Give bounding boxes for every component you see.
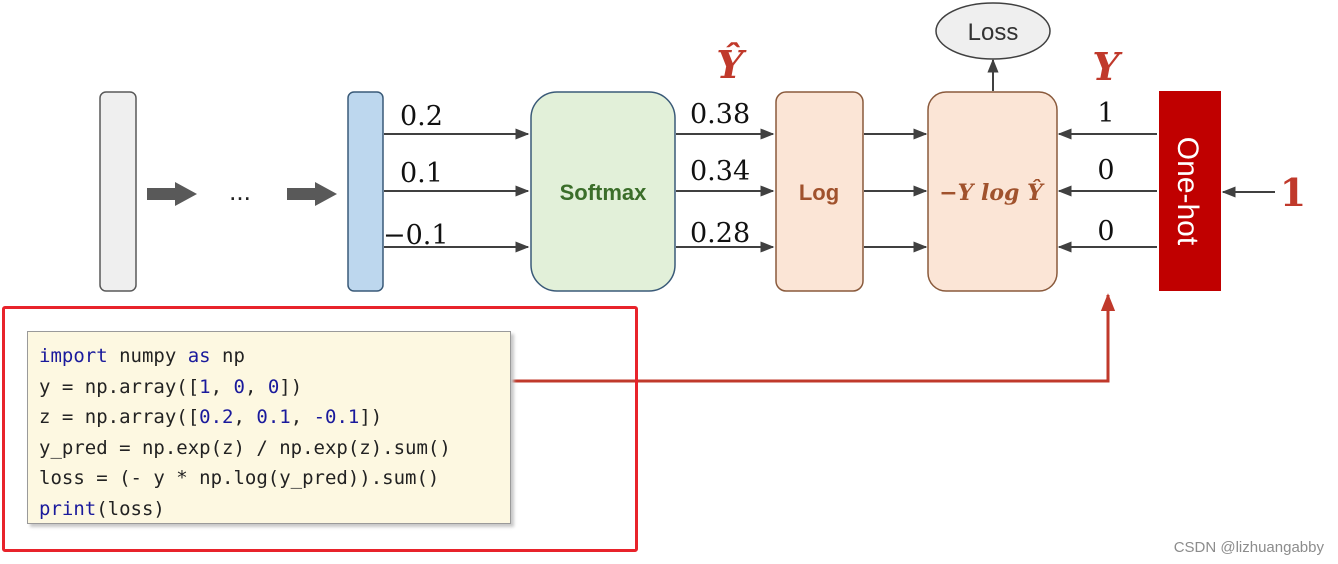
code-line-z: z = np.array([0.2, 0.1, -0.1]) <box>39 402 510 433</box>
class-index: 1 <box>1280 170 1306 215</box>
code-number: 0 <box>267 375 280 398</box>
target-value-1: 1 <box>1097 98 1114 129</box>
code-connector-line <box>340 293 1116 383</box>
softmax-label: Softmax <box>560 180 648 205</box>
input-box <box>99 91 137 292</box>
code-text: ]) <box>359 406 383 428</box>
code-text: , <box>233 406 257 428</box>
onehot-label: One-hot <box>1171 137 1204 246</box>
loss-formula-box <box>927 91 1058 292</box>
code-number: 1 <box>199 375 211 398</box>
code-text: (loss) <box>96 497 165 520</box>
code-number: 0.2 <box>199 406 234 428</box>
code-text: ]) <box>279 375 303 398</box>
loss-ellipse <box>935 2 1051 60</box>
logit-value-1: 0.2 <box>400 101 443 132</box>
log-box <box>775 91 864 292</box>
code-text: numpy <box>107 345 188 367</box>
code-text: z = np.array([ <box>39 406 200 428</box>
thick-arrow-2 <box>287 182 337 206</box>
logit-value-2: 0.1 <box>400 158 443 189</box>
y-label: Y <box>1092 44 1123 89</box>
yhat-label: Ŷ <box>716 42 747 87</box>
code-number: 0 <box>233 375 245 398</box>
code-text: y = np.array([ <box>39 375 200 398</box>
code-highlight-frame <box>2 306 638 552</box>
code-keyword: print <box>39 497 97 520</box>
code-line-import: import numpy as np <box>39 341 510 372</box>
logit-box <box>347 91 384 292</box>
thick-arrow-1 <box>147 182 197 206</box>
code-line-loss: loss = (- y * np.log(y_pred)).sum() <box>39 467 440 489</box>
softmax-box <box>530 91 676 292</box>
loss-formula: −Y log Ŷ <box>939 179 1045 206</box>
logit-value-3: −0.1 <box>383 220 449 251</box>
target-value-2: 0 <box>1097 155 1114 186</box>
prob-value-2: 0.34 <box>690 156 750 187</box>
prob-value-1: 0.38 <box>690 99 750 130</box>
target-value-3: 0 <box>1097 216 1114 247</box>
code-line-ypred: y_pred = np.exp(z) / np.exp(z).sum() <box>39 436 451 459</box>
code-text: , <box>210 375 234 398</box>
onehot-box <box>1159 91 1221 291</box>
code-panel: import numpy as np y = np.array([1, 0, 0… <box>27 331 511 524</box>
code-number: -0.1 <box>313 406 360 428</box>
code-keyword: import <box>39 345 108 367</box>
code-line-y: y = np.array([1, 0, 0]) <box>39 372 510 403</box>
watermark: CSDN @lizhuangabby <box>1173 539 1324 556</box>
ellipsis: ... <box>229 176 251 206</box>
loss-label: Loss <box>968 19 1019 46</box>
code-text: np <box>210 345 245 367</box>
code-keyword: as <box>187 345 211 367</box>
log-label: Log <box>799 180 839 205</box>
prob-value-3: 0.28 <box>690 218 750 249</box>
code-line-print: print(loss) <box>39 494 510 525</box>
code-text: , <box>244 375 268 398</box>
code-number: 0.1 <box>256 406 291 428</box>
code-text: , <box>290 406 314 428</box>
